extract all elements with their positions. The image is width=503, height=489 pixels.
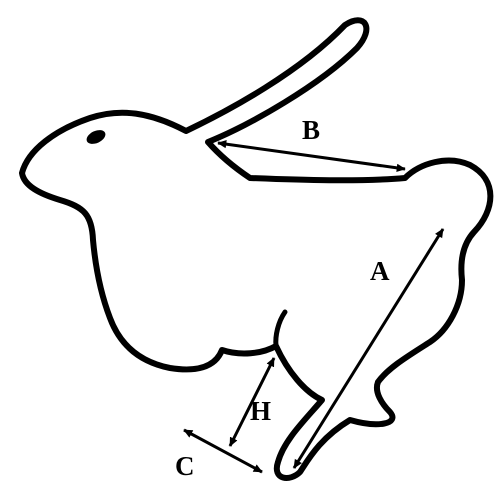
- arrow-b: [217, 140, 406, 172]
- arrow-a: [292, 228, 445, 469]
- arrow-h: [228, 357, 276, 447]
- label-b: B: [302, 115, 320, 145]
- foreleg-line: [273, 309, 288, 349]
- rabbit-eye: [86, 130, 106, 144]
- label-h: H: [250, 396, 271, 426]
- label-c: C: [175, 451, 195, 481]
- arrow-c: [183, 428, 263, 474]
- label-a: A: [370, 256, 390, 286]
